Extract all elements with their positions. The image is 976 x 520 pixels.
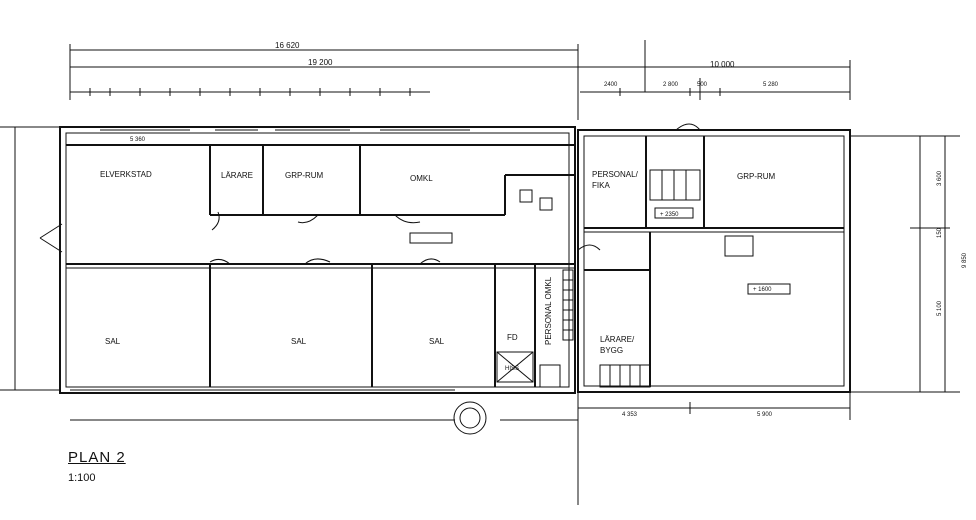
dim-9850: 9 850: [962, 252, 968, 268]
dim-5360: 5 360: [130, 137, 146, 143]
dim-150: 150: [937, 227, 943, 238]
room-fd: FD: [507, 333, 518, 342]
room-larare-bygg-2: BYGG: [600, 346, 623, 355]
level-marker-1: + 2350: [660, 212, 679, 218]
dim-5280: 5 280: [763, 82, 779, 88]
dim-16620: 16 620: [275, 41, 300, 50]
dim-2800: 2 800: [663, 82, 679, 88]
level-marker-2: + 1600: [753, 287, 772, 293]
dim-500: 500: [697, 82, 708, 88]
room-sal-3: SAL: [429, 337, 445, 346]
room-personal-fika-2: FIKA: [592, 181, 610, 190]
dim-2400: 2400: [604, 82, 618, 88]
dim-5100: 5 100: [937, 300, 943, 316]
room-personal-fika-1: PERSONAL/: [592, 170, 639, 179]
plan-scale: 1:100: [68, 472, 96, 484]
room-grp-rum-2: GRP-RUM: [737, 172, 776, 181]
room-hiss: HISS: [505, 366, 519, 372]
room-omkl: OMKL: [410, 174, 433, 183]
room-larare-bygg-1: LÄRARE/: [600, 335, 635, 344]
room-grp-rum-1: GRP-RUM: [285, 171, 324, 180]
dim-3600: 3 600: [937, 170, 943, 186]
dim-10000: 10 000: [710, 60, 735, 69]
room-sal-2: SAL: [291, 337, 307, 346]
dim-5900: 5 900: [757, 412, 773, 418]
room-personal-omkl: PERSONAL OMKL: [544, 276, 553, 345]
room-larare: LÄRARE: [221, 171, 253, 180]
dim-19200: 19 200: [308, 58, 333, 67]
plan-title: PLAN 2: [68, 449, 126, 466]
dim-4353: 4 353: [622, 412, 638, 418]
room-elverkstad: ELVERKSTAD: [100, 170, 152, 179]
room-sal-1: SAL: [105, 337, 121, 346]
